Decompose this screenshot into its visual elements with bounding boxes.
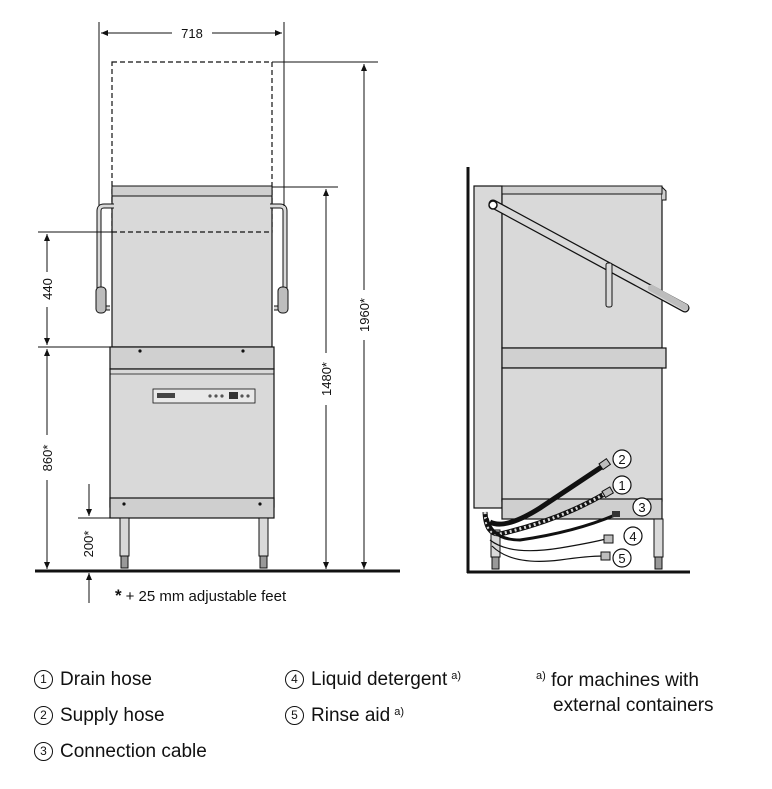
legend-number: 5 bbox=[285, 706, 304, 725]
legend-number: 3 bbox=[34, 742, 53, 761]
rear-column bbox=[473, 185, 503, 509]
dim-height-closed: 1480* bbox=[319, 362, 334, 396]
front-view: 718 1960* 1480* 440 860* 200* bbox=[35, 22, 400, 603]
panel-screw-right bbox=[241, 349, 245, 353]
side-hood-front-lip bbox=[661, 186, 667, 201]
adjustable-feet-text: + 25 mm adjustable feet bbox=[125, 588, 287, 605]
detergent-tube bbox=[489, 538, 607, 552]
control-logo bbox=[157, 393, 175, 398]
legend-note: a) bbox=[451, 670, 462, 682]
foot-right bbox=[259, 555, 268, 569]
legend-item-drain-hose: 1 Drain hose bbox=[34, 670, 152, 689]
base-strip bbox=[109, 497, 275, 519]
supply-hose bbox=[488, 463, 605, 527]
panel-screw-left bbox=[138, 349, 142, 353]
callout-4: 4 bbox=[623, 526, 643, 546]
rinse-aid-tube bbox=[491, 545, 604, 562]
leg-right bbox=[258, 517, 269, 557]
callout-2: 2 bbox=[612, 449, 632, 469]
legend-number: 2 bbox=[34, 706, 53, 725]
dim-table-height: 860* bbox=[40, 445, 55, 472]
legend-number: 4 bbox=[285, 670, 304, 689]
legend-label: Liquid detergent bbox=[311, 669, 448, 690]
asterisk: * bbox=[115, 586, 122, 605]
connection-cable bbox=[485, 513, 616, 542]
svg-text:4: 4 bbox=[629, 529, 636, 544]
adjustable-feet-note: *+ 25 mm adjustable feet bbox=[115, 586, 286, 606]
upper-panel bbox=[109, 346, 275, 370]
detergent-connector bbox=[603, 534, 614, 544]
callout-3: 3 bbox=[632, 497, 652, 517]
hood-top-rim bbox=[111, 185, 273, 197]
note-line-1: for machines with bbox=[551, 670, 699, 691]
supply-connector bbox=[598, 457, 612, 471]
side-hood bbox=[501, 186, 663, 349]
note-line-2: external containers bbox=[553, 695, 714, 716]
legend-label: Rinse aid bbox=[311, 705, 391, 726]
legend-label: Drain hose bbox=[60, 669, 152, 690]
side-view: 2 1 3 4 5 bbox=[466, 167, 690, 574]
drain-hose-ridges bbox=[483, 491, 607, 536]
dishwasher-diagram: 718 1960* 1480* 440 860* 200* bbox=[35, 22, 690, 603]
hood bbox=[111, 186, 273, 348]
svg-text:2: 2 bbox=[618, 452, 625, 467]
svg-text:5: 5 bbox=[618, 551, 625, 566]
right-handle-grip bbox=[277, 286, 289, 314]
external-containers-note: a) for machines with external containers bbox=[536, 664, 714, 718]
legend-label: Supply hose bbox=[60, 705, 165, 726]
foot-left bbox=[120, 555, 129, 569]
lever-bracket bbox=[605, 262, 613, 308]
cable-plug bbox=[612, 511, 620, 517]
side-hood-top bbox=[501, 185, 663, 195]
svg-text:3: 3 bbox=[638, 500, 645, 515]
dim-foot-height: 200* bbox=[81, 531, 96, 558]
svg-text:1: 1 bbox=[618, 478, 625, 493]
dim-height-open: 1960* bbox=[357, 298, 372, 332]
dim-width: 718 bbox=[181, 26, 203, 41]
left-handle-grip bbox=[95, 286, 107, 314]
callout-5: 5 bbox=[612, 548, 632, 568]
legend-label: Connection cable bbox=[60, 741, 207, 762]
side-foot-front bbox=[654, 556, 663, 570]
dim-hood-travel: 440 bbox=[40, 278, 55, 300]
base-screw-left bbox=[122, 502, 126, 506]
legend-item-supply-hose: 2 Supply hose bbox=[34, 706, 165, 725]
callout-1: 1 bbox=[612, 475, 632, 495]
base-screw-right bbox=[258, 502, 262, 506]
control-buttons bbox=[208, 394, 250, 398]
legend-number: 1 bbox=[34, 670, 53, 689]
lever-pivot bbox=[488, 200, 498, 210]
side-foot-rear bbox=[491, 556, 500, 570]
legend-note: a) bbox=[394, 706, 404, 718]
drain-connector bbox=[601, 486, 615, 499]
control-display bbox=[229, 392, 238, 399]
legend-item-connection-cable: 3 Connection cable bbox=[34, 742, 207, 761]
rinse-aid-connector bbox=[600, 551, 611, 561]
side-leg-front bbox=[653, 518, 664, 558]
note-marker: a) bbox=[536, 670, 546, 682]
side-upper-panel bbox=[501, 347, 667, 369]
leg-left bbox=[119, 517, 130, 557]
